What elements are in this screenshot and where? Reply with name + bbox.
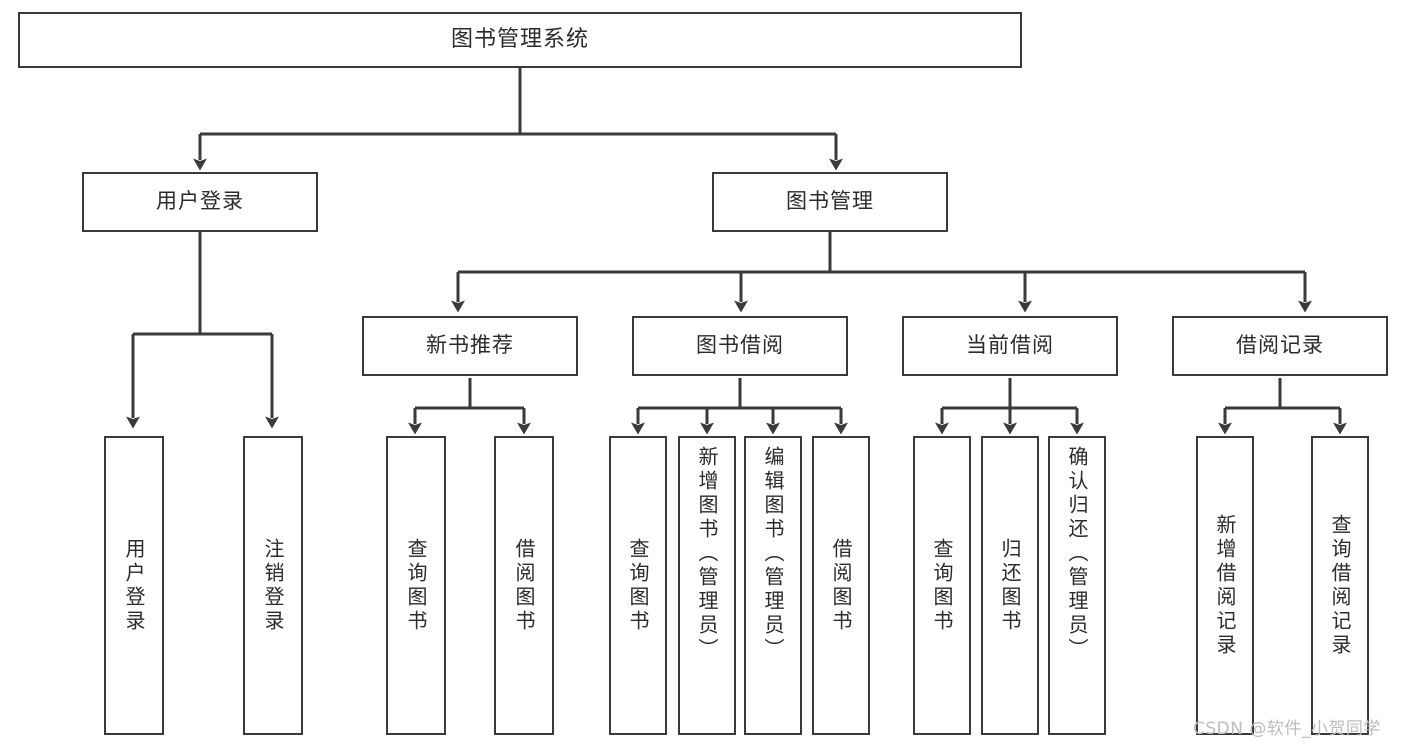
node-label: 用户登录 bbox=[156, 189, 244, 214]
node-label: 借阅记录 bbox=[1236, 333, 1324, 358]
node-label: 图书借阅 bbox=[696, 333, 784, 358]
watermark: CSDN @软件_小贺同学 bbox=[1193, 719, 1381, 739]
leaf-query-borrow-record[interactable]: 查询借阅记录 bbox=[1311, 436, 1369, 735]
node-root-system[interactable]: 图书管理系统 bbox=[18, 12, 1022, 68]
node-label: 查询图书 bbox=[930, 537, 954, 634]
leaf-add-book-admin[interactable]: 新增图书（管理员） bbox=[678, 436, 736, 735]
node-label: 归还图书 bbox=[998, 537, 1022, 634]
leaf-query-book-borrow[interactable]: 查询图书 bbox=[609, 436, 667, 735]
leaf-logout[interactable]: 注销登录 bbox=[243, 436, 303, 735]
node-current-borrow[interactable]: 当前借阅 bbox=[902, 316, 1118, 376]
node-book-management[interactable]: 图书管理 bbox=[712, 172, 948, 232]
leaf-edit-book-admin[interactable]: 编辑图书（管理员） bbox=[744, 436, 802, 735]
leaf-return-book[interactable]: 归还图书 bbox=[981, 436, 1039, 735]
node-label: 图书管理系统 bbox=[450, 26, 589, 52]
leaf-borrow-book[interactable]: 借阅图书 bbox=[812, 436, 870, 735]
leaf-confirm-return-admin[interactable]: 确认归还（管理员） bbox=[1048, 436, 1106, 735]
node-label: 新书推荐 bbox=[426, 333, 514, 358]
node-label: 确认归还（管理员） bbox=[1065, 446, 1089, 662]
node-label: 借阅图书 bbox=[512, 537, 536, 634]
node-borrow-record[interactable]: 借阅记录 bbox=[1172, 316, 1388, 376]
node-label: 图书管理 bbox=[786, 189, 874, 214]
node-label: 注销登录 bbox=[261, 537, 285, 634]
node-label: 用户登录 bbox=[122, 537, 146, 634]
node-label: 查询图书 bbox=[626, 537, 650, 634]
leaf-user-login[interactable]: 用户登录 bbox=[104, 436, 164, 735]
node-label: 查询图书 bbox=[404, 537, 428, 634]
node-book-borrow[interactable]: 图书借阅 bbox=[632, 316, 848, 376]
node-label: 编辑图书（管理员） bbox=[761, 446, 785, 662]
leaf-query-book-current[interactable]: 查询图书 bbox=[913, 436, 971, 735]
leaf-add-borrow-record[interactable]: 新增借阅记录 bbox=[1196, 436, 1254, 735]
node-label: 借阅图书 bbox=[829, 537, 853, 634]
node-user-login[interactable]: 用户登录 bbox=[82, 172, 318, 232]
leaf-borrow-book-recommend[interactable]: 借阅图书 bbox=[494, 436, 554, 735]
node-label: 当前借阅 bbox=[966, 333, 1054, 358]
node-new-book-recommend[interactable]: 新书推荐 bbox=[362, 316, 578, 376]
node-label: 新增借阅记录 bbox=[1213, 513, 1237, 658]
node-label: 查询借阅记录 bbox=[1328, 513, 1352, 658]
leaf-query-book-recommend[interactable]: 查询图书 bbox=[386, 436, 446, 735]
node-label: 新增图书（管理员） bbox=[695, 446, 719, 662]
